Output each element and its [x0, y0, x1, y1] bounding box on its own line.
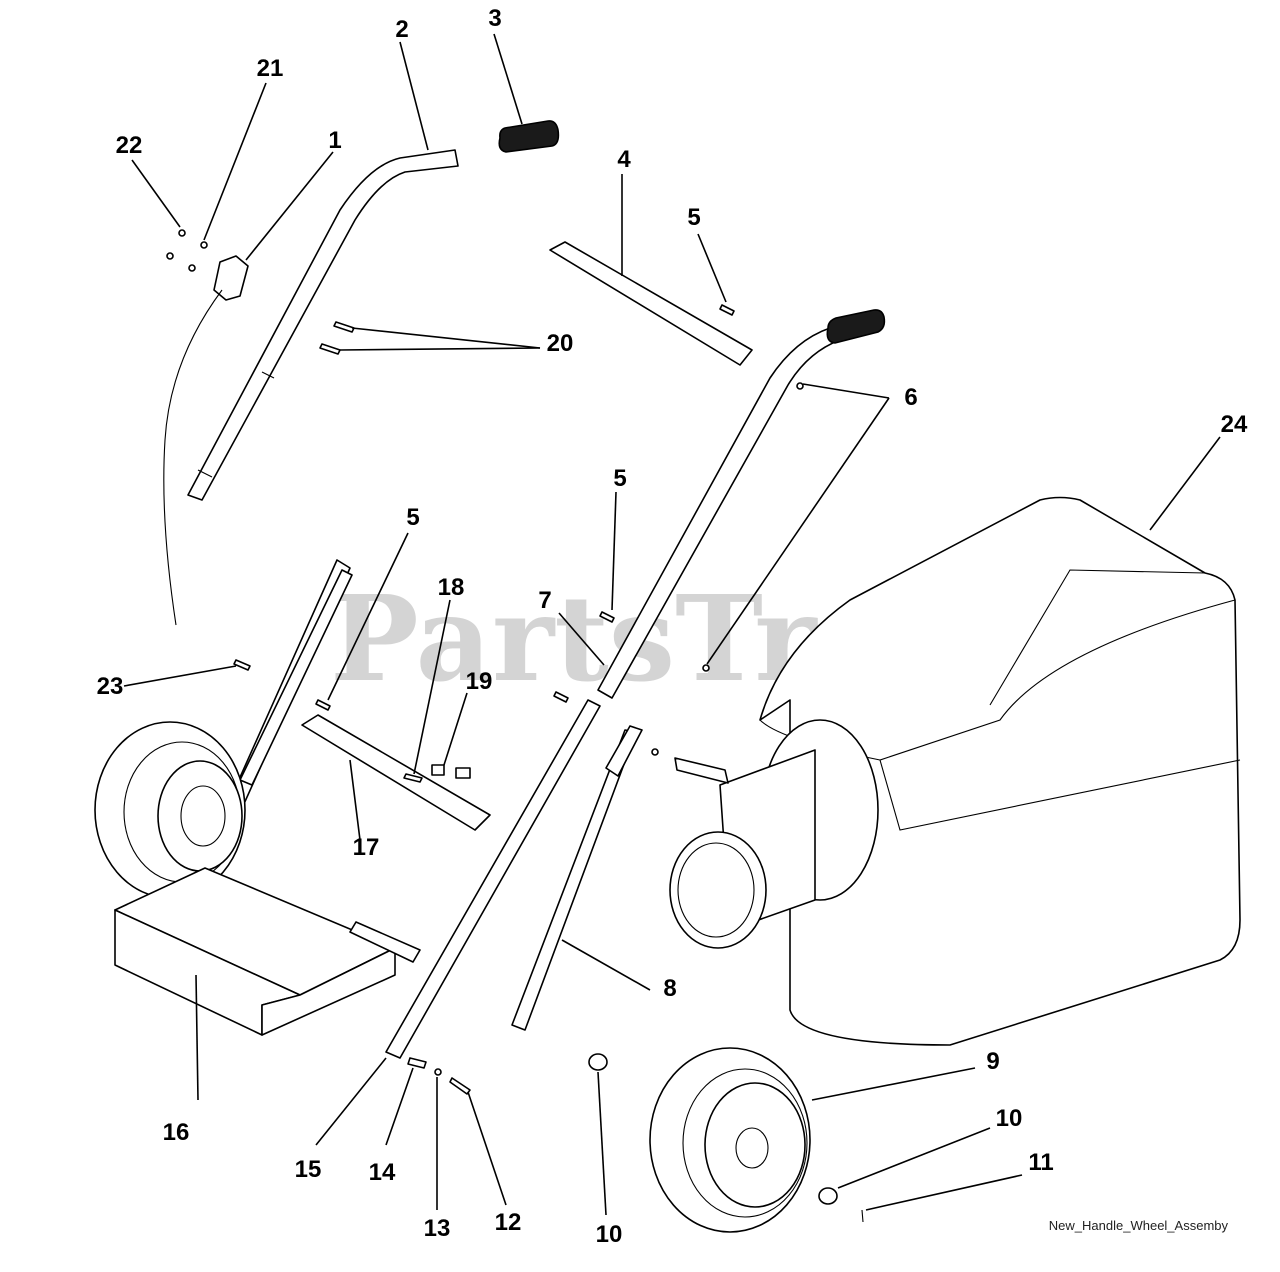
handle-frame-left	[211, 559, 353, 847]
callout-10-bottom: 10	[596, 1221, 623, 1248]
cross-bar-upper	[549, 241, 753, 366]
brace	[511, 725, 643, 1031]
callout-1: 1	[328, 127, 341, 154]
diagram-caption: New_Handle_Wheel_Assemby	[1049, 1218, 1229, 1233]
callout-9: 9	[986, 1048, 999, 1075]
cross-bar-lower	[301, 714, 491, 831]
hardware	[166, 229, 864, 1223]
callout-10-right: 10	[996, 1105, 1023, 1132]
handle-grip	[498, 120, 560, 153]
callout-17: 17	[353, 834, 380, 861]
callout-14: 14	[369, 1159, 396, 1186]
callout-12: 12	[495, 1209, 522, 1236]
callout-13: 13	[424, 1215, 451, 1242]
callout-5-upper: 5	[687, 204, 700, 231]
wheel-right	[649, 1047, 811, 1233]
callout-11: 11	[1028, 1149, 1053, 1176]
callout-20: 20	[547, 330, 574, 357]
handle-tube-right	[597, 309, 886, 699]
collection-bag	[669, 496, 1241, 1046]
callout-3: 3	[488, 5, 501, 32]
callout-5-lower: 5	[406, 504, 419, 531]
callout-4: 4	[617, 146, 631, 173]
callout-18: 18	[438, 574, 465, 601]
switch-box	[163, 255, 249, 626]
callout-labels: 1 2 3 4 5 5 5 6 7 8 9 10 10 11 12 13 14 …	[97, 5, 1248, 1248]
handle-tube-lower	[385, 699, 601, 1059]
handle-tube-left	[187, 149, 459, 501]
callout-5-middle: 5	[613, 465, 626, 492]
callout-2: 2	[395, 16, 408, 43]
callout-21: 21	[257, 55, 284, 82]
leader-lines	[123, 33, 1221, 1216]
callout-24: 24	[1221, 411, 1248, 438]
callout-19: 19	[466, 668, 493, 695]
callout-7: 7	[538, 587, 551, 614]
callout-16: 16	[163, 1119, 190, 1146]
callout-15: 15	[295, 1156, 322, 1183]
callout-22: 22	[116, 132, 143, 159]
deck-plate	[114, 867, 421, 1036]
wheel-left	[94, 721, 246, 899]
callout-6: 6	[904, 384, 917, 411]
callout-23: 23	[97, 673, 124, 700]
callout-8: 8	[663, 975, 676, 1002]
